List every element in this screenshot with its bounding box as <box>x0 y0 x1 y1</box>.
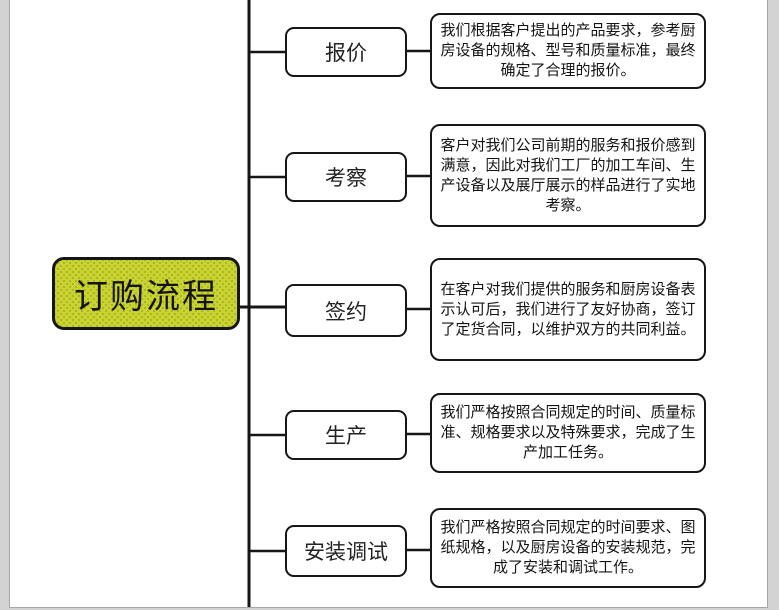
branch-node-inspection[interactable]: 考察 <box>285 152 407 202</box>
branch-node-production[interactable]: 生产 <box>285 410 407 460</box>
branch-node-quotation[interactable]: 报价 <box>285 27 407 77</box>
description-node-installation-debug[interactable]: 我们严格按照合同规定的时间要求、图纸规格，以及厨房设备的安装规范，完成了安装和调… <box>430 508 706 588</box>
description-node-signing[interactable]: 在客户对我们提供的服务和厨房设备表示认可后，我们进行了友好协商，签订了定货合同，… <box>430 258 706 361</box>
root-node-order-process[interactable]: 订购流程 <box>52 257 240 330</box>
description-node-quotation[interactable]: 我们根据客户提出的产品要求，参考厨房设备的规格、型号和质量标准，最终确定了合理的… <box>430 13 706 89</box>
branch-node-signing[interactable]: 签约 <box>285 284 407 337</box>
description-node-inspection[interactable]: 客户对我们公司前期的服务和报价感到满意，因此对我们工厂的加工车间、生产设备以及展… <box>430 124 706 227</box>
description-node-production[interactable]: 我们严格按照合同规定的时间、质量标准、规格要求以及特殊要求，完成了生产加工任务。 <box>430 393 706 473</box>
branch-node-installation-debug[interactable]: 安装调试 <box>285 525 407 577</box>
